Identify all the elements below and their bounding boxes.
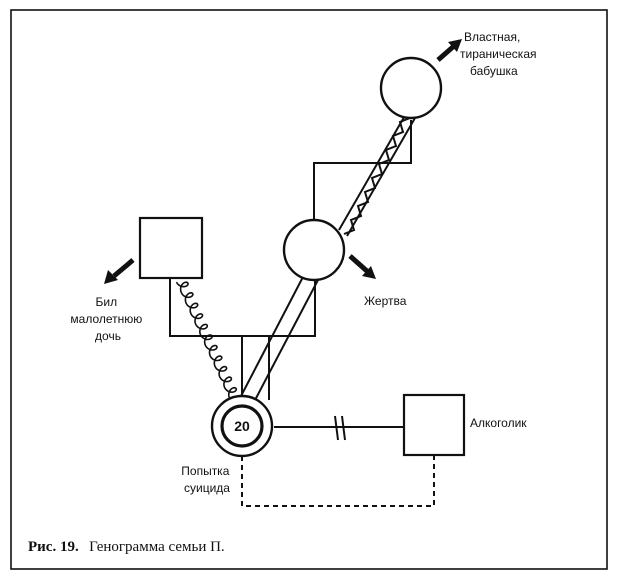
alcoholic-node — [402, 393, 466, 457]
alcoholic-label: Алкоголик — [470, 416, 527, 430]
grandmother-node — [379, 56, 443, 120]
victim-label: Жертва — [364, 294, 407, 308]
father-node — [138, 216, 204, 280]
father-arrow — [104, 258, 135, 284]
victim-arrow — [348, 254, 376, 279]
grandmother-arrow — [436, 39, 462, 62]
figure-caption: Рис. 19. Генограмма семьи П. — [28, 538, 225, 555]
divorce-mark-1 — [334, 415, 339, 441]
victim-node — [282, 218, 346, 282]
distant-relation-line — [241, 456, 435, 507]
father-label: Бил малолетнюю дочь — [70, 295, 145, 343]
figure-frame — [10, 9, 608, 570]
suicide-label: Попытка суицида — [181, 464, 232, 495]
divorce-mark-2 — [341, 415, 346, 441]
grandparents-sibship-line — [313, 120, 412, 223]
index-person-inner — [220, 404, 264, 448]
index-age-label: 20 — [234, 418, 250, 434]
close-relation-line-a — [239, 274, 305, 399]
conflict-border-b — [346, 117, 416, 237]
abuse-coil-line — [175, 281, 238, 399]
close-relation-line-b — [253, 279, 319, 403]
conflict-zigzag-line — [343, 117, 411, 235]
conflict-border-a — [338, 111, 408, 231]
grandmother-label: Властная, тираническая бабушка — [460, 30, 540, 78]
